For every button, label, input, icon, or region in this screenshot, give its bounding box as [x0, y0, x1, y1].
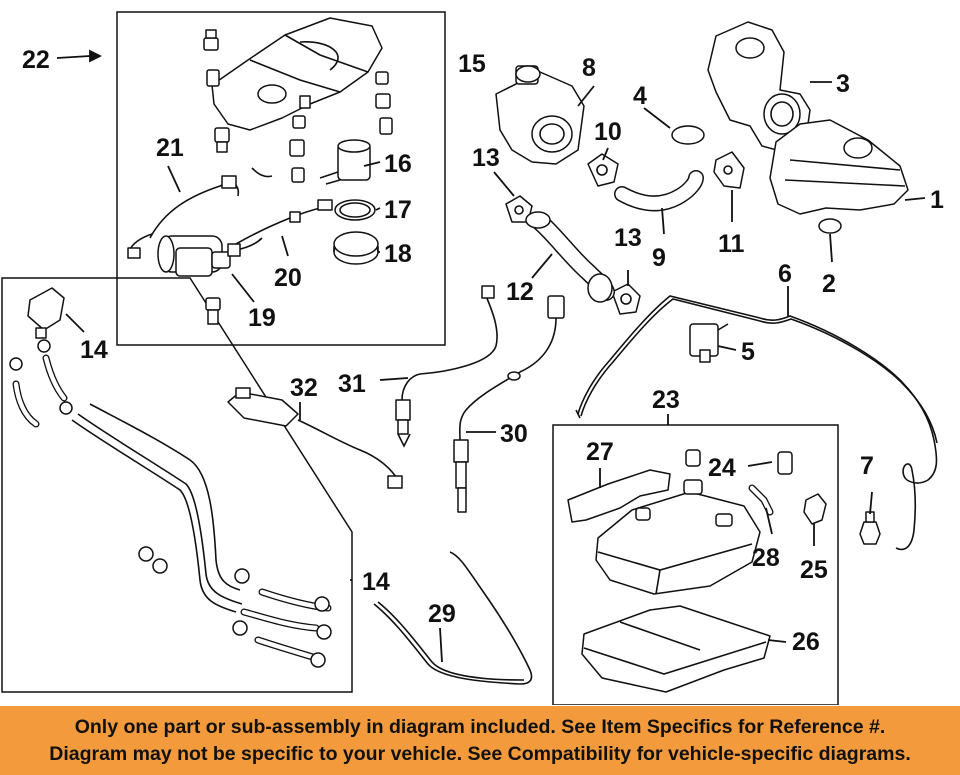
vacuum-solenoid-5 [689, 323, 729, 363]
callout-26: 25 [800, 556, 828, 584]
callout-24: 23 [652, 386, 680, 414]
oxygen-sensor-32 [395, 285, 498, 448]
hose-lines-14 [12, 354, 332, 662]
fittings-25 [685, 449, 793, 475]
wire-harness-21 [227, 199, 333, 257]
callout-13-upper: 13 [472, 144, 500, 172]
gasket-11 [713, 151, 745, 189]
callout-7: 7 [860, 452, 874, 480]
callout-30: 29 [428, 600, 456, 628]
fuel-pump-17 [319, 139, 371, 185]
disclaimer-line-2: Diagram may not be specific to your vehi… [49, 742, 911, 765]
callout-2: 2 [822, 270, 836, 298]
callout-14: 14 [362, 568, 390, 596]
intake-manifold-1 [769, 119, 909, 215]
callout-22: 21 [156, 134, 184, 162]
bracket-28 [567, 469, 671, 523]
callout-27: 26 [792, 628, 820, 656]
check-valve-7 [859, 511, 881, 545]
gasket-10 [587, 153, 619, 187]
callout-31: 30 [500, 420, 528, 448]
disclaimer-banner: Only one part or sub-assembly in diagram… [0, 706, 960, 775]
lock-ring-19 [333, 231, 379, 265]
callout-32: 31 [338, 370, 366, 398]
callout-6: 6 [778, 260, 792, 288]
seal-ring-18 [334, 199, 376, 221]
shield-27 [581, 605, 771, 693]
callout-5: 5 [741, 338, 755, 366]
callout-19: 18 [384, 240, 412, 268]
callout-10: 10 [594, 118, 622, 146]
tank-strap-30 [373, 551, 533, 685]
egr-cooler-3 [707, 21, 811, 153]
callout-15: 14 [80, 336, 108, 364]
egr-pipe-12 [525, 211, 615, 303]
pressure-sensor-15 [27, 287, 65, 339]
gasket-4 [671, 125, 705, 145]
oxygen-sensor-31 [453, 295, 565, 513]
disclaimer-line-1: Only one part or sub-assembly in diagram… [74, 715, 886, 738]
group-box-14 [1, 277, 353, 693]
egr-pipe-9 [614, 170, 704, 212]
callout-25: 24 [708, 454, 736, 482]
group-box-16 [116, 11, 446, 346]
callout-4: 4 [633, 82, 647, 110]
reductant-tank-24 [595, 479, 761, 595]
clamps-14 [9, 339, 332, 668]
callout-23: 22 [22, 46, 50, 74]
callout-21: 20 [274, 264, 302, 292]
leader-lines [56, 49, 926, 663]
callout-28: 27 [586, 438, 614, 466]
callout-20: 19 [248, 304, 276, 332]
group-box-24 [552, 424, 839, 705]
callout-13-lower: 13 [614, 224, 642, 252]
egr-valve-8 [495, 65, 585, 165]
callout-3: 3 [836, 70, 850, 98]
callout-17: 16 [384, 150, 412, 178]
callout-16: 15 [458, 50, 486, 78]
wire-harness-22 [127, 167, 273, 259]
connector-29 [748, 484, 774, 516]
callout-33: 32 [290, 374, 318, 402]
fuel-reservoir-housing [211, 17, 383, 131]
exhaust-temp-sensor-33 [227, 387, 403, 489]
gasket-13-lower [611, 283, 641, 315]
callout-18: 17 [384, 196, 412, 224]
heater-pump-20 [157, 235, 231, 277]
gasket-2 [818, 218, 842, 234]
callout-29: 28 [752, 544, 780, 572]
vacuum-line-6 [575, 295, 938, 551]
callout-12: 12 [506, 278, 534, 306]
parts-diagram: 22 15 8 4 3 10 21 13 16 1 17 11 13 18 9 … [1, 11, 944, 705]
callout-8: 8 [582, 54, 596, 82]
callout-1: 1 [930, 186, 944, 214]
callout-9: 9 [652, 244, 666, 272]
callout-11: 11 [718, 230, 745, 258]
sensor-26 [803, 493, 827, 525]
fittings-16 [203, 29, 393, 325]
